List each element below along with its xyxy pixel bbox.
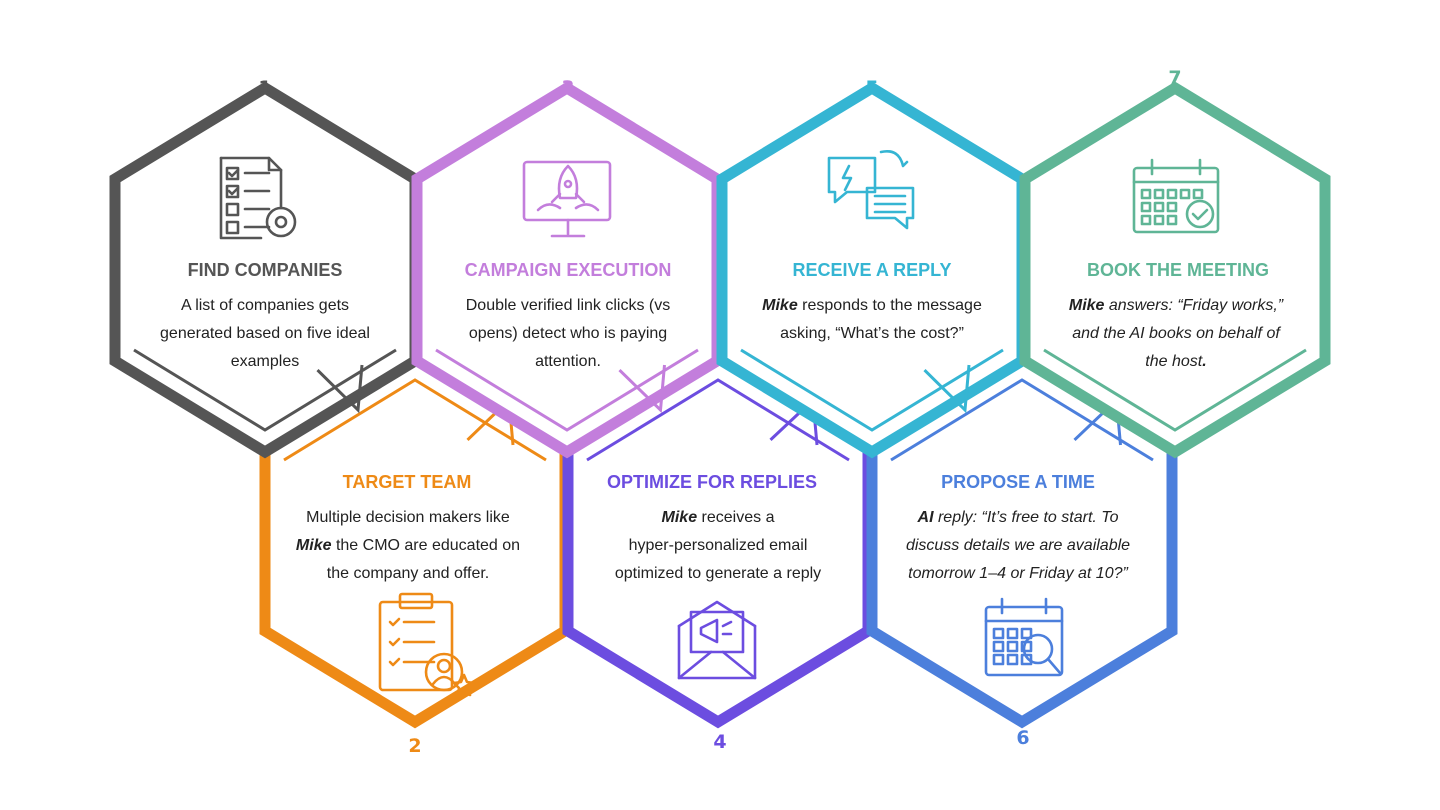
- description-line: asking, “What’s the cost?”: [737, 320, 1007, 348]
- text-segment: hyper-personalized email: [628, 537, 808, 554]
- description-line: AI reply: “It’s free to start. To: [883, 504, 1153, 532]
- text-segment: receives a: [697, 509, 775, 526]
- text-segment: tomorrow 1–4 or Friday at 10?”: [908, 565, 1128, 582]
- step-title-5: RECEIVE A REPLY: [792, 260, 952, 280]
- description-line: and the AI books on behalf of: [1041, 320, 1311, 348]
- step-title-3: CAMPAIGN EXECUTION: [464, 260, 672, 280]
- text-segment: generated based on five ideal: [160, 325, 370, 342]
- description-line: Multiple decision makers like: [273, 504, 543, 532]
- text-segment: Multiple decision makers like: [306, 509, 510, 526]
- description-line: attention.: [433, 348, 703, 376]
- description-line: Mike the CMO are educated on: [273, 532, 543, 560]
- step-description-7: Mike answers: “Friday works,” and the AI …: [1041, 292, 1311, 376]
- text-segment: responds to the message: [797, 297, 982, 314]
- step-number-3: 3: [561, 77, 575, 99]
- description-line: discuss details we are available: [883, 532, 1153, 560]
- text-segment: answers: “Friday works,”: [1104, 297, 1284, 314]
- text-segment: the host: [1145, 353, 1203, 370]
- description-line: generated based on five ideal: [130, 320, 400, 348]
- description-line: the company and offer.: [273, 560, 543, 588]
- description-line: examples: [130, 348, 400, 376]
- step-title-6: PROPOSE A TIME: [941, 472, 1095, 492]
- description-line: Mike receives a: [583, 504, 853, 532]
- description-line: Mike answers: “Friday works,”: [1041, 292, 1311, 320]
- clipboard-user-star-icon: [378, 592, 476, 697]
- chat-bubbles-icon: [827, 150, 915, 230]
- text-segment: examples: [230, 353, 300, 370]
- emphasis-text: Mike: [661, 509, 698, 526]
- text-segment: the company and offer.: [326, 565, 490, 582]
- step-description-5: Mike responds to the message asking, “Wha…: [737, 292, 1007, 348]
- calendar-check-icon: [1132, 158, 1220, 234]
- description-line: optimized to generate a reply: [583, 560, 853, 588]
- text-segment: attention.: [535, 353, 601, 370]
- checklist-gear-icon: [219, 156, 297, 240]
- emphasis-text: AI: [917, 509, 934, 526]
- step-number-4: 4: [713, 731, 727, 753]
- step-title-1: FIND COMPANIES: [187, 260, 343, 280]
- text-segment: discuss details we are available: [905, 537, 1131, 554]
- text-segment: A list of companies gets: [180, 297, 350, 314]
- description-line: the host.: [1041, 348, 1311, 376]
- step-description-6: AI reply: “It’s free to start. To discuss…: [883, 504, 1153, 588]
- step-number-5: 5: [865, 77, 879, 99]
- step-number-7: 7: [1168, 67, 1182, 89]
- emphasis-text: Mike: [1068, 297, 1105, 314]
- hexagon-step-7: [1019, 81, 1331, 459]
- step-description-4: Mike receives a hyper-personalized email o…: [583, 504, 853, 588]
- description-line: Double verified link clicks (vs: [433, 292, 703, 320]
- emphasis-text: Mike: [762, 297, 798, 314]
- step-title-2: TARGET TEAM: [342, 472, 472, 492]
- step-number-1: 1: [258, 77, 272, 99]
- text-segment: the CMO are educated on: [331, 537, 521, 554]
- description-line: opens) detect who is paying: [433, 320, 703, 348]
- text-segment: Double verified link clicks (vs: [465, 297, 671, 314]
- emphasis-text: Mike: [295, 537, 332, 554]
- megaphone-envelope-icon: [677, 600, 757, 680]
- rocket-monitor-icon: [522, 160, 612, 238]
- text-segment: and the AI books on behalf of: [1072, 325, 1280, 342]
- text-segment: asking, “What’s the cost?”: [780, 325, 964, 342]
- text-segment: optimized to generate a reply: [614, 565, 822, 582]
- step-description-3: Double verified link clicks (vs opens) de…: [433, 292, 703, 376]
- text-segment: reply: “It’s free to start. To: [933, 509, 1119, 526]
- description-line: Mike responds to the message: [737, 292, 1007, 320]
- step-title-7: BOOK THE MEETING: [1086, 260, 1269, 280]
- description-line: tomorrow 1–4 or Friday at 10?”: [883, 560, 1153, 588]
- description-line: hyper-personalized email: [583, 532, 853, 560]
- text-segment: opens) detect who is paying: [468, 325, 668, 342]
- calendar-search-icon: [984, 597, 1064, 677]
- description-line: A list of companies gets: [130, 292, 400, 320]
- step-description-1: A list of companies gets generated based …: [130, 292, 400, 376]
- emphasis-text: .: [1202, 353, 1207, 370]
- step-number-2: 2: [408, 735, 422, 757]
- step-number-6: 6: [1016, 727, 1030, 749]
- step-title-4: OPTIMIZE FOR REPLIES: [606, 472, 817, 492]
